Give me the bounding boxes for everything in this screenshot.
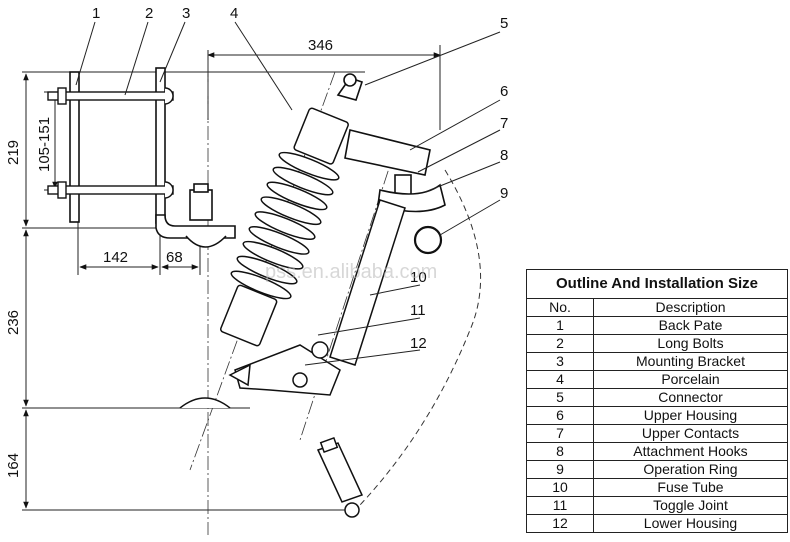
row-number: 5 <box>526 388 594 407</box>
fuse-tube <box>329 199 406 366</box>
callout-11: 11 <box>410 302 426 319</box>
long-bolts <box>47 87 174 199</box>
dim-236: 236 <box>5 310 22 335</box>
dim-68: 68 <box>166 249 183 266</box>
row-number: 4 <box>526 370 594 389</box>
dropped-fuse <box>316 436 364 518</box>
row-number: 8 <box>526 442 594 461</box>
callout-9: 9 <box>500 185 508 202</box>
callout-12: 12 <box>410 335 427 352</box>
row-number: 3 <box>526 352 594 371</box>
porcelain-insulator <box>220 107 349 347</box>
row-number: 1 <box>526 316 594 335</box>
dim-346: 346 <box>308 37 333 54</box>
lower-housing <box>179 341 341 409</box>
callout-10: 10 <box>410 269 427 286</box>
dimension-labels: 346 219 105-151 142 68 236 164 <box>5 37 333 478</box>
row-description: Upper Contacts <box>593 424 788 443</box>
row-description: Fuse Tube <box>593 478 788 497</box>
callout-4: 4 <box>230 5 238 22</box>
row-description: Porcelain <box>593 370 788 389</box>
row-number: 7 <box>526 424 594 443</box>
callout-5: 5 <box>500 15 508 32</box>
table-title: Outline And Installation Size <box>526 269 788 299</box>
row-number: 2 <box>526 334 594 353</box>
row-number: 10 <box>526 478 594 497</box>
dim-142: 142 <box>103 249 128 266</box>
callout-1: 1 <box>92 5 100 22</box>
swing-arc <box>359 169 482 506</box>
row-number: 9 <box>526 460 594 479</box>
row-description: Toggle Joint <box>593 496 788 515</box>
row-description: Mounting Bracket <box>593 352 788 371</box>
callout-3: 3 <box>182 5 190 22</box>
callout-numbers: 1 2 3 4 5 6 7 8 9 10 11 12 <box>92 5 508 352</box>
back-plate <box>69 67 166 224</box>
row-description: Back Pate <box>593 316 788 335</box>
row-description: Attachment Hooks <box>593 442 788 461</box>
dim-219: 219 <box>5 140 22 165</box>
row-number: 6 <box>526 406 594 425</box>
column-header-description: Description <box>593 298 788 317</box>
mounting-bracket <box>155 183 236 248</box>
column-header-no: No. <box>526 298 594 317</box>
dim-164: 164 <box>5 453 22 478</box>
dim-105-151: 105-151 <box>36 117 53 172</box>
row-description: Long Bolts <box>593 334 788 353</box>
spec-table: Outline And Installation Size No. Descri… <box>526 269 788 533</box>
row-description: Lower Housing <box>593 514 788 533</box>
row-description: Operation Ring <box>593 460 788 479</box>
callout-8: 8 <box>500 147 508 164</box>
callout-6: 6 <box>500 83 508 100</box>
callout-leaders <box>75 21 501 366</box>
callout-7: 7 <box>500 115 508 132</box>
row-number: 12 <box>526 514 594 533</box>
callout-2: 2 <box>145 5 153 22</box>
row-description: Connector <box>593 388 788 407</box>
row-number: 11 <box>526 496 594 515</box>
watermark: pss.en.alibaba.com <box>265 261 437 283</box>
row-description: Upper Housing <box>593 406 788 425</box>
